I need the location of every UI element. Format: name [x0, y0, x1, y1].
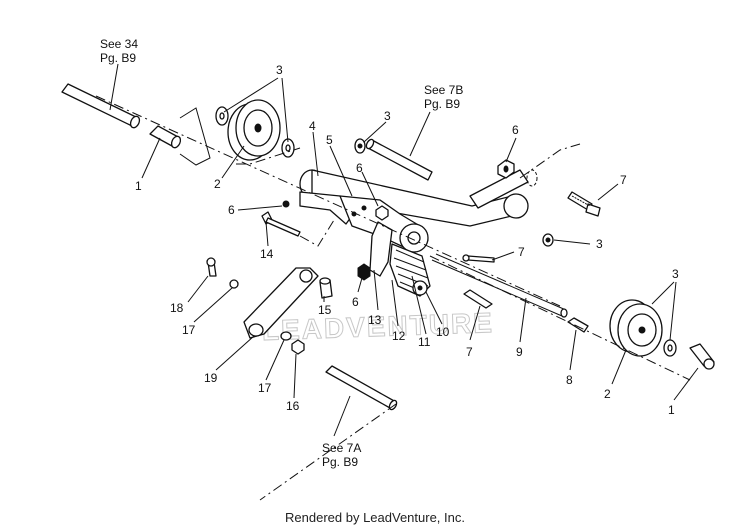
callout-1-left: 1 — [135, 179, 142, 193]
upper-shaft-see-7b — [365, 138, 433, 181]
idler-wheel-2-right — [609, 299, 663, 357]
callout-3-top-left: 3 — [276, 63, 283, 77]
bushing-1-left — [149, 125, 182, 149]
callout-3-mid: 3 — [384, 109, 391, 123]
lower-shaft-see-7a — [325, 365, 398, 411]
callout-2-right: 2 — [604, 387, 611, 401]
bolt-18 — [206, 257, 217, 277]
callout-17-upper: 17 — [182, 323, 196, 337]
callout-19: 19 — [204, 371, 218, 385]
bolt-8 — [567, 317, 589, 333]
callout-15: 15 — [318, 303, 332, 317]
centerline-right — [429, 255, 691, 381]
washer-3-right — [663, 339, 677, 357]
callout-16: 16 — [286, 399, 300, 413]
callout-3-top-right: 3 — [672, 267, 679, 281]
callout-6-lower: 6 — [352, 295, 359, 309]
callout-6-top-right: 6 — [512, 123, 519, 137]
callout-10: 10 — [436, 325, 450, 339]
centerline-left — [236, 147, 301, 165]
callout-4: 4 — [309, 119, 316, 133]
link-arm-19 — [243, 267, 319, 339]
svg-text:See 34: See 34 — [100, 37, 138, 51]
bolt-7-lower — [463, 289, 493, 309]
callout-6-center: 6 — [356, 161, 363, 175]
dashed-hidden-frame — [519, 143, 581, 179]
svg-text:See 7A: See 7A — [322, 441, 361, 455]
callout-1-right: 1 — [668, 403, 675, 417]
svg-text:Pg. B9: Pg. B9 — [322, 455, 358, 469]
reference-see-7b: See 7B Pg. B9 — [424, 83, 463, 111]
centerline-main — [95, 95, 561, 307]
washer-3-left-outer — [215, 106, 229, 126]
callout-9: 9 — [516, 345, 523, 359]
bushing-1-right — [689, 343, 715, 370]
callout-7-lower: 7 — [466, 345, 473, 359]
callout-18: 18 — [170, 301, 184, 315]
leader-lines — [109, 63, 699, 437]
nut-6-top-right — [497, 159, 515, 179]
callout-11: 11 — [418, 335, 431, 349]
washer-3-mid-right — [542, 233, 554, 247]
nut-6-lower — [357, 263, 371, 281]
callout-7-mid: 7 — [518, 245, 525, 259]
callout-2-left: 2 — [214, 177, 221, 191]
reference-see-34: See 34 Pg. B9 — [100, 37, 138, 65]
washer-17-lower — [280, 331, 292, 341]
idler-wheel-2-left — [227, 99, 281, 161]
nut-6-left — [282, 200, 290, 208]
nut-6-center — [375, 205, 389, 221]
callout-3-right-washer: 3 — [596, 237, 603, 251]
svg-text:Pg. B9: Pg. B9 — [100, 51, 136, 65]
washer-3-left-inner — [281, 138, 295, 158]
callout-6-left: 6 — [228, 203, 235, 217]
bolt-7-top-right — [567, 191, 601, 217]
callout-7-bolt-right: 7 — [620, 173, 627, 187]
callout-17-lower: 17 — [258, 381, 272, 395]
dashed-bolt-path — [299, 219, 335, 247]
callout-8: 8 — [566, 373, 573, 387]
centerline-lower — [259, 403, 397, 501]
callout-12: 12 — [392, 329, 406, 343]
callout-13: 13 — [368, 313, 382, 327]
washer-3-upper — [354, 138, 366, 154]
bolt-7-mid — [462, 254, 495, 263]
footer-credit: Rendered by LeadVenture, Inc. — [285, 510, 465, 525]
reference-see-7a: See 7A Pg. B9 — [322, 441, 361, 469]
callout-5: 5 — [326, 133, 333, 147]
left-shaft-see-34 — [61, 83, 141, 129]
nut-16 — [291, 339, 305, 355]
bushing-15 — [319, 277, 333, 299]
washer-dashed — [526, 169, 538, 187]
callout-14: 14 — [260, 247, 274, 261]
shock-absorber — [369, 221, 431, 297]
svg-text:See 7B: See 7B — [424, 83, 463, 97]
svg-text:Pg. B9: Pg. B9 — [424, 97, 460, 111]
washer-17-upper — [229, 279, 239, 289]
break-line-left — [179, 107, 211, 166]
bolt-14 — [261, 211, 301, 237]
